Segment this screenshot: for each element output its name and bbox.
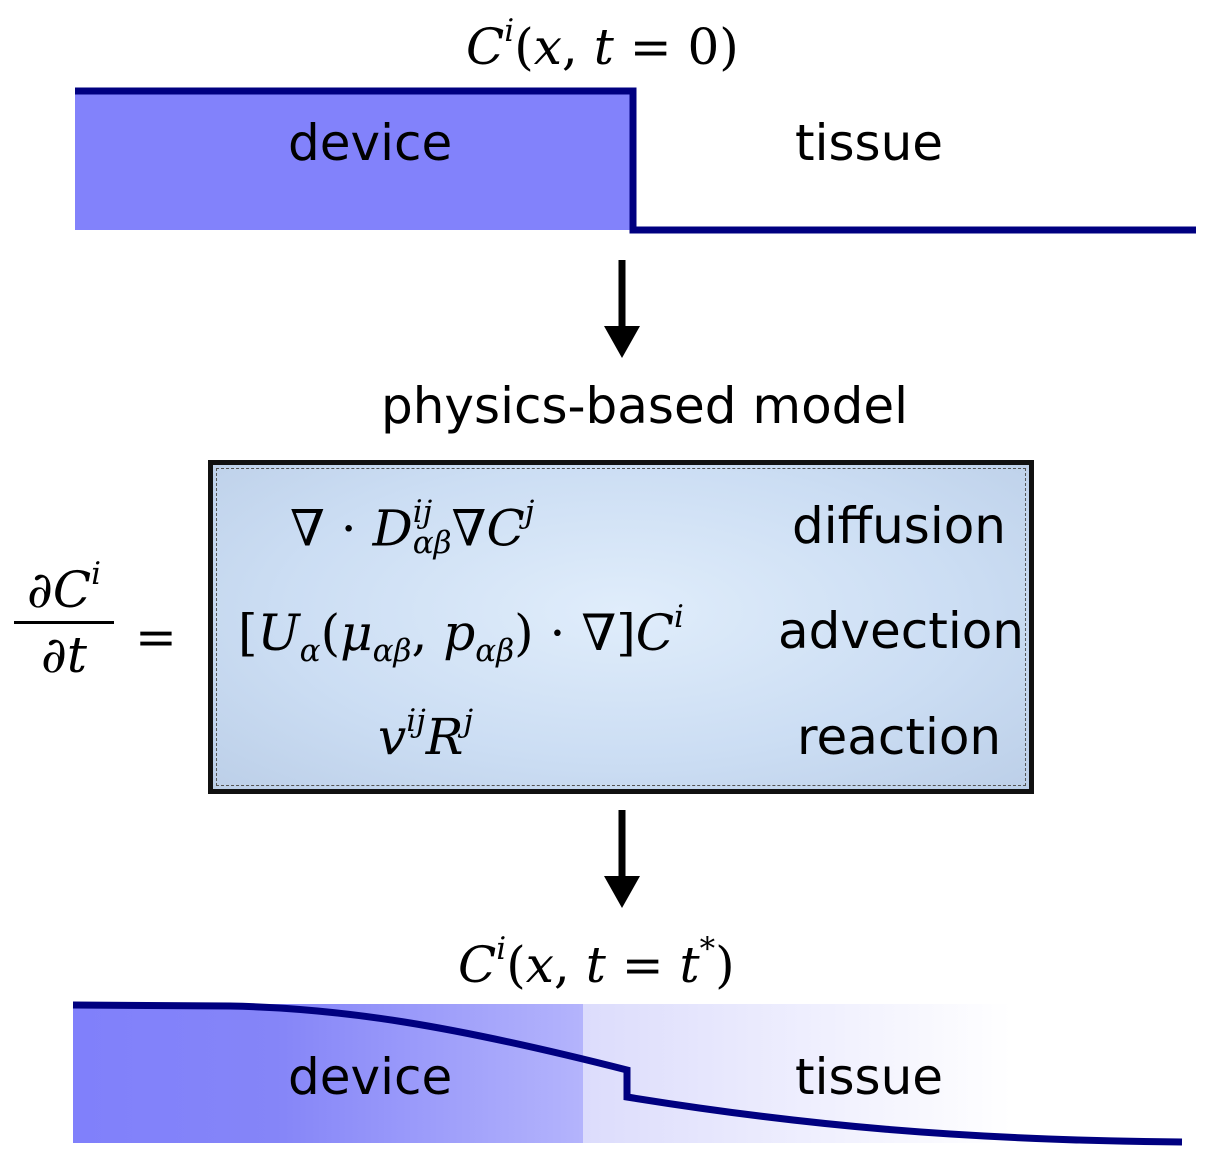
bottom-title: Ci(x, t = t*) (458, 930, 735, 994)
top-device-label: device (288, 114, 453, 172)
fraction-bar (14, 621, 114, 624)
arrow-head-2 (604, 876, 640, 908)
top-device-fill (75, 91, 633, 230)
advection-label: advection (778, 602, 1024, 660)
lhs-denominator: ∂t (41, 626, 87, 684)
bottom-profile-line (72, 1001, 1183, 1146)
bottom-fill (73, 1004, 1093, 1143)
model-box (208, 460, 1034, 794)
lhs-numerator: ∂Ci (26, 555, 102, 619)
model-title: physics-based model (381, 377, 909, 435)
top-tissue-label: tissue (795, 114, 944, 172)
reaction-label: reaction (797, 708, 1002, 766)
bottom-tissue-label: tissue (795, 1048, 944, 1106)
top-title: Ci(x, t = 0) (466, 12, 739, 76)
diffusion-label: diffusion (792, 497, 1006, 555)
advection-term: [Uα(μαβ, pαβ) · ∇]Ci (238, 598, 684, 669)
lhs-fraction: ∂Ci ∂t (14, 555, 114, 684)
arrow-head-1 (604, 326, 640, 358)
equals-sign: = (135, 608, 177, 666)
reaction-term: vijRj (378, 702, 474, 766)
bottom-device-label: device (288, 1048, 453, 1106)
top-profile-line (75, 87, 1196, 234)
